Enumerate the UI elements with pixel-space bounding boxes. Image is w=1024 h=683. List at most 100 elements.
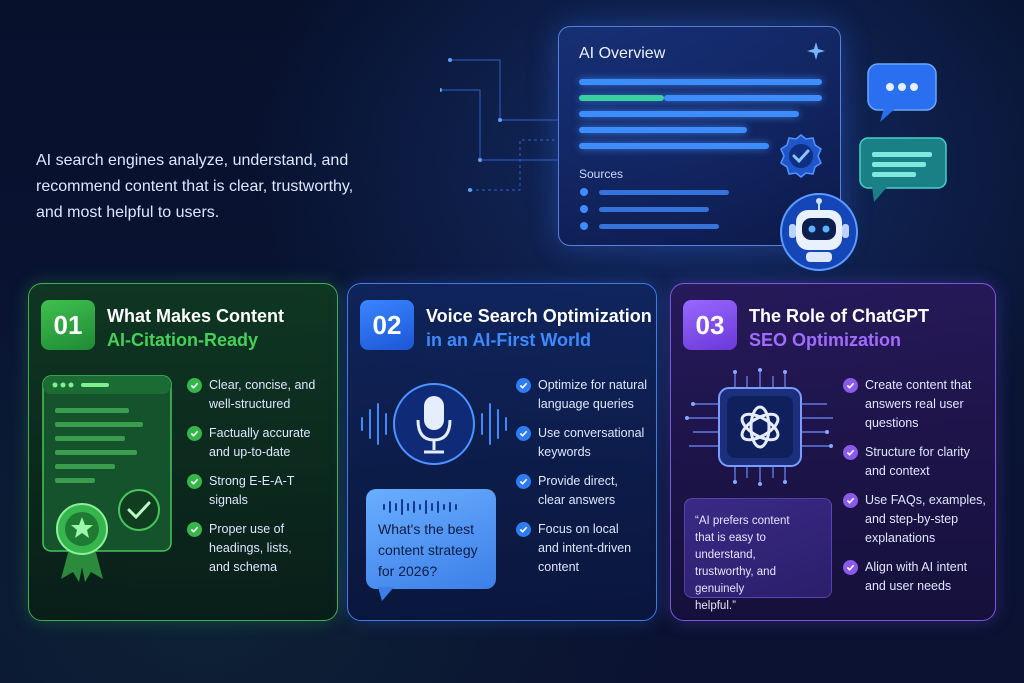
chatgpt-chip-icon bbox=[685, 368, 833, 486]
quote-text: that is easy to understand, bbox=[695, 532, 766, 561]
source-bullet bbox=[580, 188, 588, 196]
source-line bbox=[599, 224, 719, 229]
card-title-line-1: Voice Search Optimization bbox=[426, 306, 652, 326]
checklist-text: Use conversational bbox=[538, 426, 645, 440]
source-line bbox=[599, 190, 729, 195]
checklist-text: clear answers bbox=[538, 493, 616, 507]
check-icon bbox=[516, 522, 531, 537]
checklist-text: Structure for clarity bbox=[865, 445, 970, 459]
overview-line bbox=[579, 111, 799, 117]
check-icon bbox=[843, 560, 858, 575]
checklist-text: and context bbox=[865, 464, 930, 478]
check-icon bbox=[187, 474, 202, 489]
checklist-text: and intent-driven bbox=[538, 541, 632, 555]
card-title-line-2: AI-Citation-Ready bbox=[107, 330, 259, 350]
sound-wave-icon bbox=[383, 499, 457, 515]
card-ai-citation-ready: 01 What Makes Content AI-Citation-Ready … bbox=[28, 283, 338, 621]
checklist-text: and step-by-step bbox=[865, 512, 959, 526]
card-number: 02 bbox=[360, 300, 414, 350]
checklist-item: Strong E-E-A-T signals bbox=[187, 472, 337, 510]
checklist-text: Create content that bbox=[865, 378, 972, 392]
checklist-item: Align with AI intent and user needs bbox=[843, 558, 993, 596]
check-icon bbox=[187, 522, 202, 537]
overview-line bbox=[579, 127, 747, 133]
intro-text: AI search engines analyze, understand, a… bbox=[36, 148, 416, 226]
checklist-text: Factually accurate bbox=[209, 426, 311, 440]
sparkle-icon bbox=[807, 42, 825, 60]
intro-line-3: and most helpful to users. bbox=[36, 204, 220, 221]
card-number: 01 bbox=[41, 300, 95, 350]
checklist-item: Optimize for natural language queries bbox=[516, 376, 656, 414]
source-bullet bbox=[580, 205, 588, 213]
voice-query-text: for 2026? bbox=[378, 563, 438, 579]
checklist-text: content bbox=[538, 560, 580, 574]
checklist-item: Use conversational keywords bbox=[516, 424, 656, 462]
check-icon bbox=[516, 378, 531, 393]
checklist-text: language queries bbox=[538, 397, 634, 411]
checklist-text: questions bbox=[865, 416, 919, 430]
check-icon bbox=[516, 474, 531, 489]
checklist-text: Use FAQs, examples, bbox=[865, 493, 986, 507]
ai-overview-panel: AI Overview Sources bbox=[558, 26, 841, 246]
source-line bbox=[599, 207, 709, 212]
check-icon bbox=[187, 378, 202, 393]
check-icon bbox=[843, 378, 858, 393]
check-icon bbox=[187, 426, 202, 441]
voice-query-text: What's the best bbox=[378, 521, 475, 537]
checklist-text: and user needs bbox=[865, 579, 952, 593]
checklist-text: Optimize for natural bbox=[538, 378, 648, 392]
ai-overview-title: AI Overview bbox=[579, 45, 666, 62]
checklist-item: Focus on local and intent-driven content bbox=[516, 520, 656, 577]
quote-text: “AI prefers content bbox=[695, 515, 790, 527]
card-title-line-1: The Role of ChatGPT bbox=[749, 306, 929, 326]
card-voice-search: 02 Voice Search Optimization in an AI-Fi… bbox=[347, 283, 657, 621]
circuit-lines-decoration bbox=[440, 58, 558, 192]
checklist-item: Structure for clarity and context bbox=[843, 443, 993, 481]
checklist-item: Provide direct, clear answers bbox=[516, 472, 656, 510]
card-checklist: Clear, concise, and well-structured Fact… bbox=[187, 376, 337, 587]
checklist-item: Clear, concise, and well-structured bbox=[187, 376, 337, 414]
microphone-icon bbox=[361, 383, 507, 465]
quote-box: “AI prefers content that is easy to unde… bbox=[684, 498, 832, 612]
verified-badge-icon bbox=[780, 134, 822, 178]
card-title-line-1: What Makes Content bbox=[107, 306, 285, 326]
checklist-text: Proper use of bbox=[209, 522, 285, 536]
checklist-text: well-structured bbox=[209, 397, 291, 411]
sources-label: Sources bbox=[579, 167, 624, 181]
quote-text: trustworthy, and genuinely bbox=[695, 566, 776, 595]
checklist-text: keywords bbox=[538, 445, 591, 459]
checklist-text: and up-to-date bbox=[209, 445, 291, 459]
checklist-text: and schema bbox=[209, 560, 278, 574]
overview-line bbox=[664, 95, 822, 101]
checklist-text: signals bbox=[209, 493, 248, 507]
quote-text: helpful.” bbox=[695, 600, 736, 612]
checklist-text: explanations bbox=[865, 531, 936, 545]
checklist-text: Strong E-E-A-T bbox=[209, 474, 295, 488]
intro-line-1: AI search engines analyze, understand, a… bbox=[36, 152, 349, 169]
checklist-text: Focus on local bbox=[538, 522, 619, 536]
checklist-item: Use FAQs, examples, and step-by-step exp… bbox=[843, 491, 993, 548]
card-checklist: Create content that answers real user qu… bbox=[843, 376, 993, 606]
voice-query-text: content strategy bbox=[378, 542, 478, 558]
card-chatgpt-seo: 03 The Role of ChatGPT SEO Optimization … bbox=[670, 283, 996, 621]
intro-line-2: recommend content that is clear, trustwo… bbox=[36, 178, 354, 195]
document-check-icon bbox=[42, 375, 172, 582]
overview-line bbox=[579, 79, 822, 85]
card-title-line-2: SEO Optimization bbox=[749, 330, 902, 350]
card-checklist: Optimize for natural language queries Us… bbox=[516, 376, 656, 587]
check-icon bbox=[843, 493, 858, 508]
checklist-text: answers real user bbox=[865, 397, 964, 411]
check-icon bbox=[516, 426, 531, 441]
overview-line-highlight bbox=[579, 95, 664, 101]
overview-line bbox=[579, 143, 769, 149]
check-icon bbox=[843, 445, 858, 460]
checklist-text: Provide direct, bbox=[538, 474, 618, 488]
robot-icon bbox=[780, 193, 858, 271]
checklist-item: Factually accurate and up-to-date bbox=[187, 424, 337, 462]
card-title-line-2: in an AI-First World bbox=[426, 330, 591, 350]
source-bullet bbox=[580, 222, 588, 230]
voice-query-bubble: What's the best content strategy for 202… bbox=[366, 489, 496, 589]
card-number: 03 bbox=[683, 300, 737, 350]
checklist-text: headings, lists, bbox=[209, 541, 292, 555]
checklist-item: Create content that answers real user qu… bbox=[843, 376, 993, 433]
